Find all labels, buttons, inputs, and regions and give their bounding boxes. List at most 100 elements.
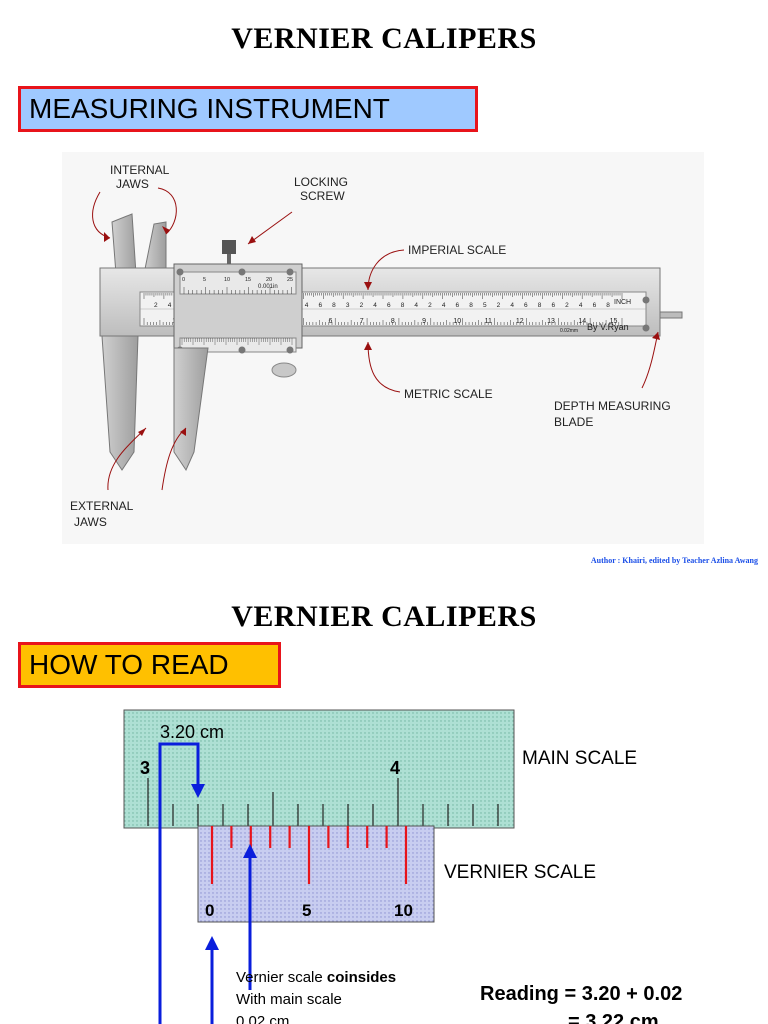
imperial-number: 4 — [442, 302, 446, 309]
banner-measuring-instrument: MEASURING INSTRUMENT — [18, 86, 478, 132]
locking-screw-stem — [227, 254, 231, 264]
page-title-1: VERNIER CALIPERS — [231, 22, 537, 55]
internal-jaws-label-1: INTERNAL — [110, 163, 170, 177]
external-jaw-sliding — [173, 347, 209, 472]
imperial-number: 4 — [305, 302, 309, 309]
metric-number: 10 — [453, 318, 461, 325]
signature-label: By V.Ryan — [587, 322, 629, 332]
screw-icon — [286, 268, 294, 276]
imperial-number: 2 — [565, 302, 569, 309]
imperial-number: 4 — [510, 302, 514, 309]
thumb-wheel — [271, 362, 297, 378]
imperial-number: 4 — [373, 302, 377, 309]
locking-screw-label-1: LOCKING — [294, 175, 348, 189]
metric-number: 8 — [391, 318, 395, 325]
main-scale-label: MAIN SCALE — [522, 748, 637, 769]
vernier-top-number: 20 — [266, 277, 272, 283]
imperial-number: 6 — [551, 302, 555, 309]
locking-screw-label-2: SCREW — [300, 189, 345, 203]
vernier-inch-label: 0.001in — [258, 284, 278, 290]
screw-icon — [642, 324, 650, 332]
coincide-text-line-2: With main scale — [236, 991, 342, 1008]
imperial-number: 8 — [401, 302, 405, 309]
vernier-top-number: 15 — [245, 277, 251, 283]
imperial-number: 2 — [154, 302, 158, 309]
external-jaws-label-2: JAWS — [74, 515, 107, 529]
imperial-number: 4 — [414, 302, 418, 309]
imperial-number: 8 — [538, 302, 542, 309]
imperial-scale-label: IMPERIAL SCALE — [408, 243, 506, 257]
internal-jaw-fixed — [111, 213, 137, 275]
screw-icon — [286, 346, 294, 354]
vernier-number-5: 5 — [302, 901, 311, 920]
imperial-number: 6 — [387, 302, 391, 309]
vernier-top-window — [179, 271, 297, 295]
vernier-mm-label: 0.02mm — [560, 328, 578, 334]
main-scale-number-4: 4 — [390, 758, 400, 778]
page-title-2: VERNIER CALIPERS — [231, 600, 537, 633]
metric-number: 15 — [610, 318, 618, 325]
metric-number: 6 — [328, 318, 332, 325]
screw-icon — [238, 268, 246, 276]
caliper-diagram: 123456789101112131415 246812468224683246… — [62, 152, 704, 544]
imperial-number: 2 — [360, 302, 364, 309]
metric-number: 9 — [422, 318, 426, 325]
imperial-number: 6 — [593, 302, 597, 309]
arrowheads — [104, 226, 660, 436]
internal-jaws-label-2: JAWS — [116, 177, 149, 191]
main-scale-bar — [123, 709, 515, 829]
imperial-number: 4 — [168, 302, 172, 309]
vernier-top-number: 10 — [224, 277, 230, 283]
imperial-number: 8 — [469, 302, 473, 309]
main-value-label: 3.20 cm — [160, 722, 224, 742]
imperial-number: 6 — [456, 302, 460, 309]
coincide-text-line-3: 0.02 cm — [236, 1013, 289, 1024]
vernier-number-0: 0 — [205, 901, 214, 920]
vernier-scale-label: VERNIER SCALE — [444, 862, 596, 883]
pointer-arrowheads — [191, 784, 257, 950]
screw-icon — [642, 296, 650, 304]
imperial-number: 3 — [346, 302, 350, 309]
vernier-scale-bar — [197, 825, 435, 923]
screw-icon — [176, 268, 184, 276]
vernier-top-number: 5 — [203, 277, 206, 283]
reading-line-2: = 3.22 cm — [568, 1011, 659, 1024]
external-jaws-label-1: EXTERNAL — [70, 499, 134, 513]
metric-scale-label: METRIC SCALE — [404, 387, 493, 401]
imperial-number: 2 — [497, 302, 501, 309]
locking-screw-icon — [222, 240, 236, 254]
inch-label: INCH — [614, 299, 631, 306]
depth-blade — [659, 311, 683, 319]
vernier-ticks — [181, 287, 293, 345]
imperial-number: 6 — [524, 302, 528, 309]
vernier-top-numbers: 0 5 10 15 20 25 — [182, 277, 293, 283]
metric-number: 7 — [360, 318, 364, 325]
depth-blade-label-2: BLADE — [554, 415, 593, 429]
metric-number: 14 — [578, 318, 586, 325]
vernier-bottom-window — [179, 337, 297, 353]
main-scale-number-3: 3 — [140, 758, 150, 778]
metric-number: 11 — [485, 318, 492, 325]
imperial-number: 8 — [606, 302, 610, 309]
imperial-number: 8 — [332, 302, 336, 309]
metric-number: 13 — [547, 318, 555, 325]
author-credit: Author : Khairi, edited by Teacher Azlin… — [590, 556, 758, 565]
coincide-text-line-1: Vernier scale coinsides — [236, 969, 396, 986]
vernier-top-number: 0 — [182, 277, 185, 283]
banner-how-to-read: HOW TO READ — [18, 642, 281, 688]
vernier-top-number: 25 — [287, 277, 293, 283]
depth-blade-label-1: DEPTH MEASURING — [554, 399, 671, 413]
screw-icon — [238, 346, 246, 354]
imperial-number: 2 — [428, 302, 432, 309]
imperial-number: 5 — [483, 302, 487, 309]
reading-diagram: 3 4 3.20 cm MAIN SCALE 0 5 10 VERNIER SC… — [123, 709, 682, 1024]
pointer-lines — [158, 742, 252, 1024]
metric-number: 12 — [516, 318, 524, 325]
imperial-number: 6 — [318, 302, 322, 309]
external-jaw-fixed — [101, 335, 139, 471]
vernier-scale-ticks — [210, 826, 408, 884]
vernier-number-10: 10 — [394, 901, 413, 920]
reading-line-1: Reading = 3.20 + 0.02 — [480, 983, 682, 1005]
imperial-number: 4 — [579, 302, 583, 309]
main-scale-ticks — [147, 778, 499, 826]
